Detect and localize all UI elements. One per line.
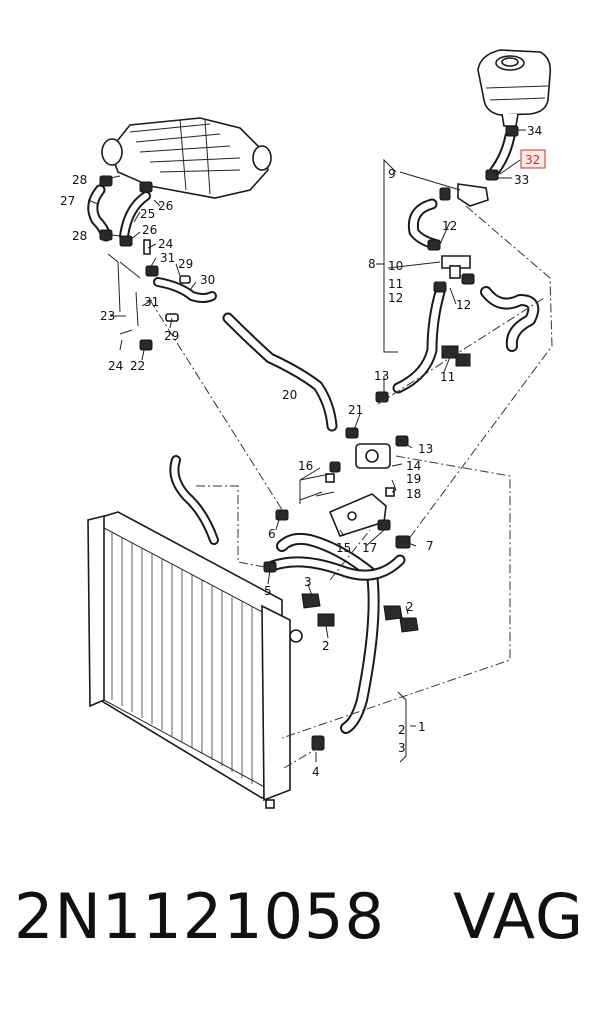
connector-14 bbox=[355, 443, 391, 469]
clamps bbox=[99, 125, 519, 751]
hose-20 bbox=[222, 312, 338, 432]
callout-29-top: 29 bbox=[178, 257, 193, 271]
t-piece-9 bbox=[457, 183, 489, 207]
callout-26-b: 26 bbox=[142, 223, 157, 237]
callout-23: 23 bbox=[100, 309, 115, 323]
hose-25 bbox=[119, 191, 151, 241]
callout-8: 8 bbox=[368, 257, 376, 271]
callout-labels: 34 32 33 9 12 8 10 11 12 12 11 13 21 13 … bbox=[60, 124, 546, 779]
callout-9: 9 bbox=[388, 167, 396, 181]
callout-20: 20 bbox=[282, 388, 297, 402]
callout-31-top: 31 bbox=[160, 251, 175, 265]
callout-5: 5 bbox=[264, 584, 272, 598]
hose-holders bbox=[301, 345, 471, 633]
callout-32[interactable]: 32 bbox=[525, 153, 540, 167]
hose-right-loop bbox=[480, 286, 540, 352]
callout-24-bottom: 24 bbox=[108, 359, 123, 373]
callout-1: 1 bbox=[418, 720, 426, 734]
callout-30: 30 bbox=[200, 273, 215, 287]
callout-29-bottom: 29 bbox=[164, 329, 179, 343]
callout-13-mid: 13 bbox=[418, 442, 433, 456]
callout-2-bottom: 2 bbox=[398, 723, 406, 737]
callout-28-top: 28 bbox=[72, 173, 87, 187]
callout-24-top: 24 bbox=[158, 237, 173, 251]
callout-2-right: 2 bbox=[406, 600, 414, 614]
callout-21: 21 bbox=[348, 403, 363, 417]
footer: 2N1121058 VAG bbox=[0, 880, 600, 990]
callout-3-mid: 3 bbox=[304, 575, 312, 589]
callout-2-left: 2 bbox=[322, 639, 330, 653]
callout-17: 17 bbox=[362, 541, 377, 555]
bracket-15 bbox=[328, 493, 387, 537]
callout-26-a: 26 bbox=[158, 199, 173, 213]
coolant-hose-diagram: 34 32 33 9 12 8 10 11 12 12 11 13 21 13 … bbox=[60, 49, 553, 809]
intercooler-assembly bbox=[101, 117, 272, 199]
hose-upper-right bbox=[392, 286, 446, 394]
callout-25: 25 bbox=[140, 207, 155, 221]
hose-30 bbox=[153, 277, 217, 303]
dashed-lines bbox=[149, 205, 553, 769]
callout-12-mid: 12 bbox=[388, 291, 403, 305]
brand-name: VAG bbox=[453, 880, 584, 953]
callout-32-highlight-box[interactable] bbox=[520, 149, 546, 169]
callout-10: 10 bbox=[388, 259, 403, 273]
callout-31-bottom: 31 bbox=[144, 295, 159, 309]
callout-11-bottom: 11 bbox=[440, 370, 455, 384]
callout-33: 33 bbox=[514, 173, 529, 187]
callout-6: 6 bbox=[268, 527, 276, 541]
callout-3-bottom: 3 bbox=[398, 741, 406, 755]
hose-lower-branch bbox=[266, 554, 406, 581]
callout-28-bottom: 28 bbox=[72, 229, 87, 243]
part-number: 2N1121058 bbox=[14, 880, 385, 953]
callout-13-top: 13 bbox=[374, 369, 389, 383]
callout-19: 19 bbox=[406, 472, 421, 486]
callout-16: 16 bbox=[298, 459, 313, 473]
callout-27: 27 bbox=[60, 194, 75, 208]
callout-14: 14 bbox=[406, 459, 421, 473]
callout-15: 15 bbox=[336, 541, 351, 555]
callout-34: 34 bbox=[527, 124, 542, 138]
callout-22: 22 bbox=[130, 359, 145, 373]
leader-lines bbox=[87, 129, 526, 763]
t-piece-10 bbox=[441, 255, 471, 279]
callout-18: 18 bbox=[406, 487, 421, 501]
hose-9 bbox=[407, 198, 440, 250]
callout-7: 7 bbox=[426, 539, 434, 553]
hose-6 bbox=[169, 455, 219, 545]
callout-4: 4 bbox=[312, 765, 320, 779]
callout-12-top: 12 bbox=[442, 219, 457, 233]
callout-11-mid: 11 bbox=[388, 277, 403, 291]
hose-27 bbox=[87, 184, 112, 242]
radiator bbox=[87, 511, 303, 809]
callout-12-right: 12 bbox=[456, 298, 471, 312]
hose-32 bbox=[488, 130, 516, 178]
expansion-tank bbox=[477, 49, 552, 127]
